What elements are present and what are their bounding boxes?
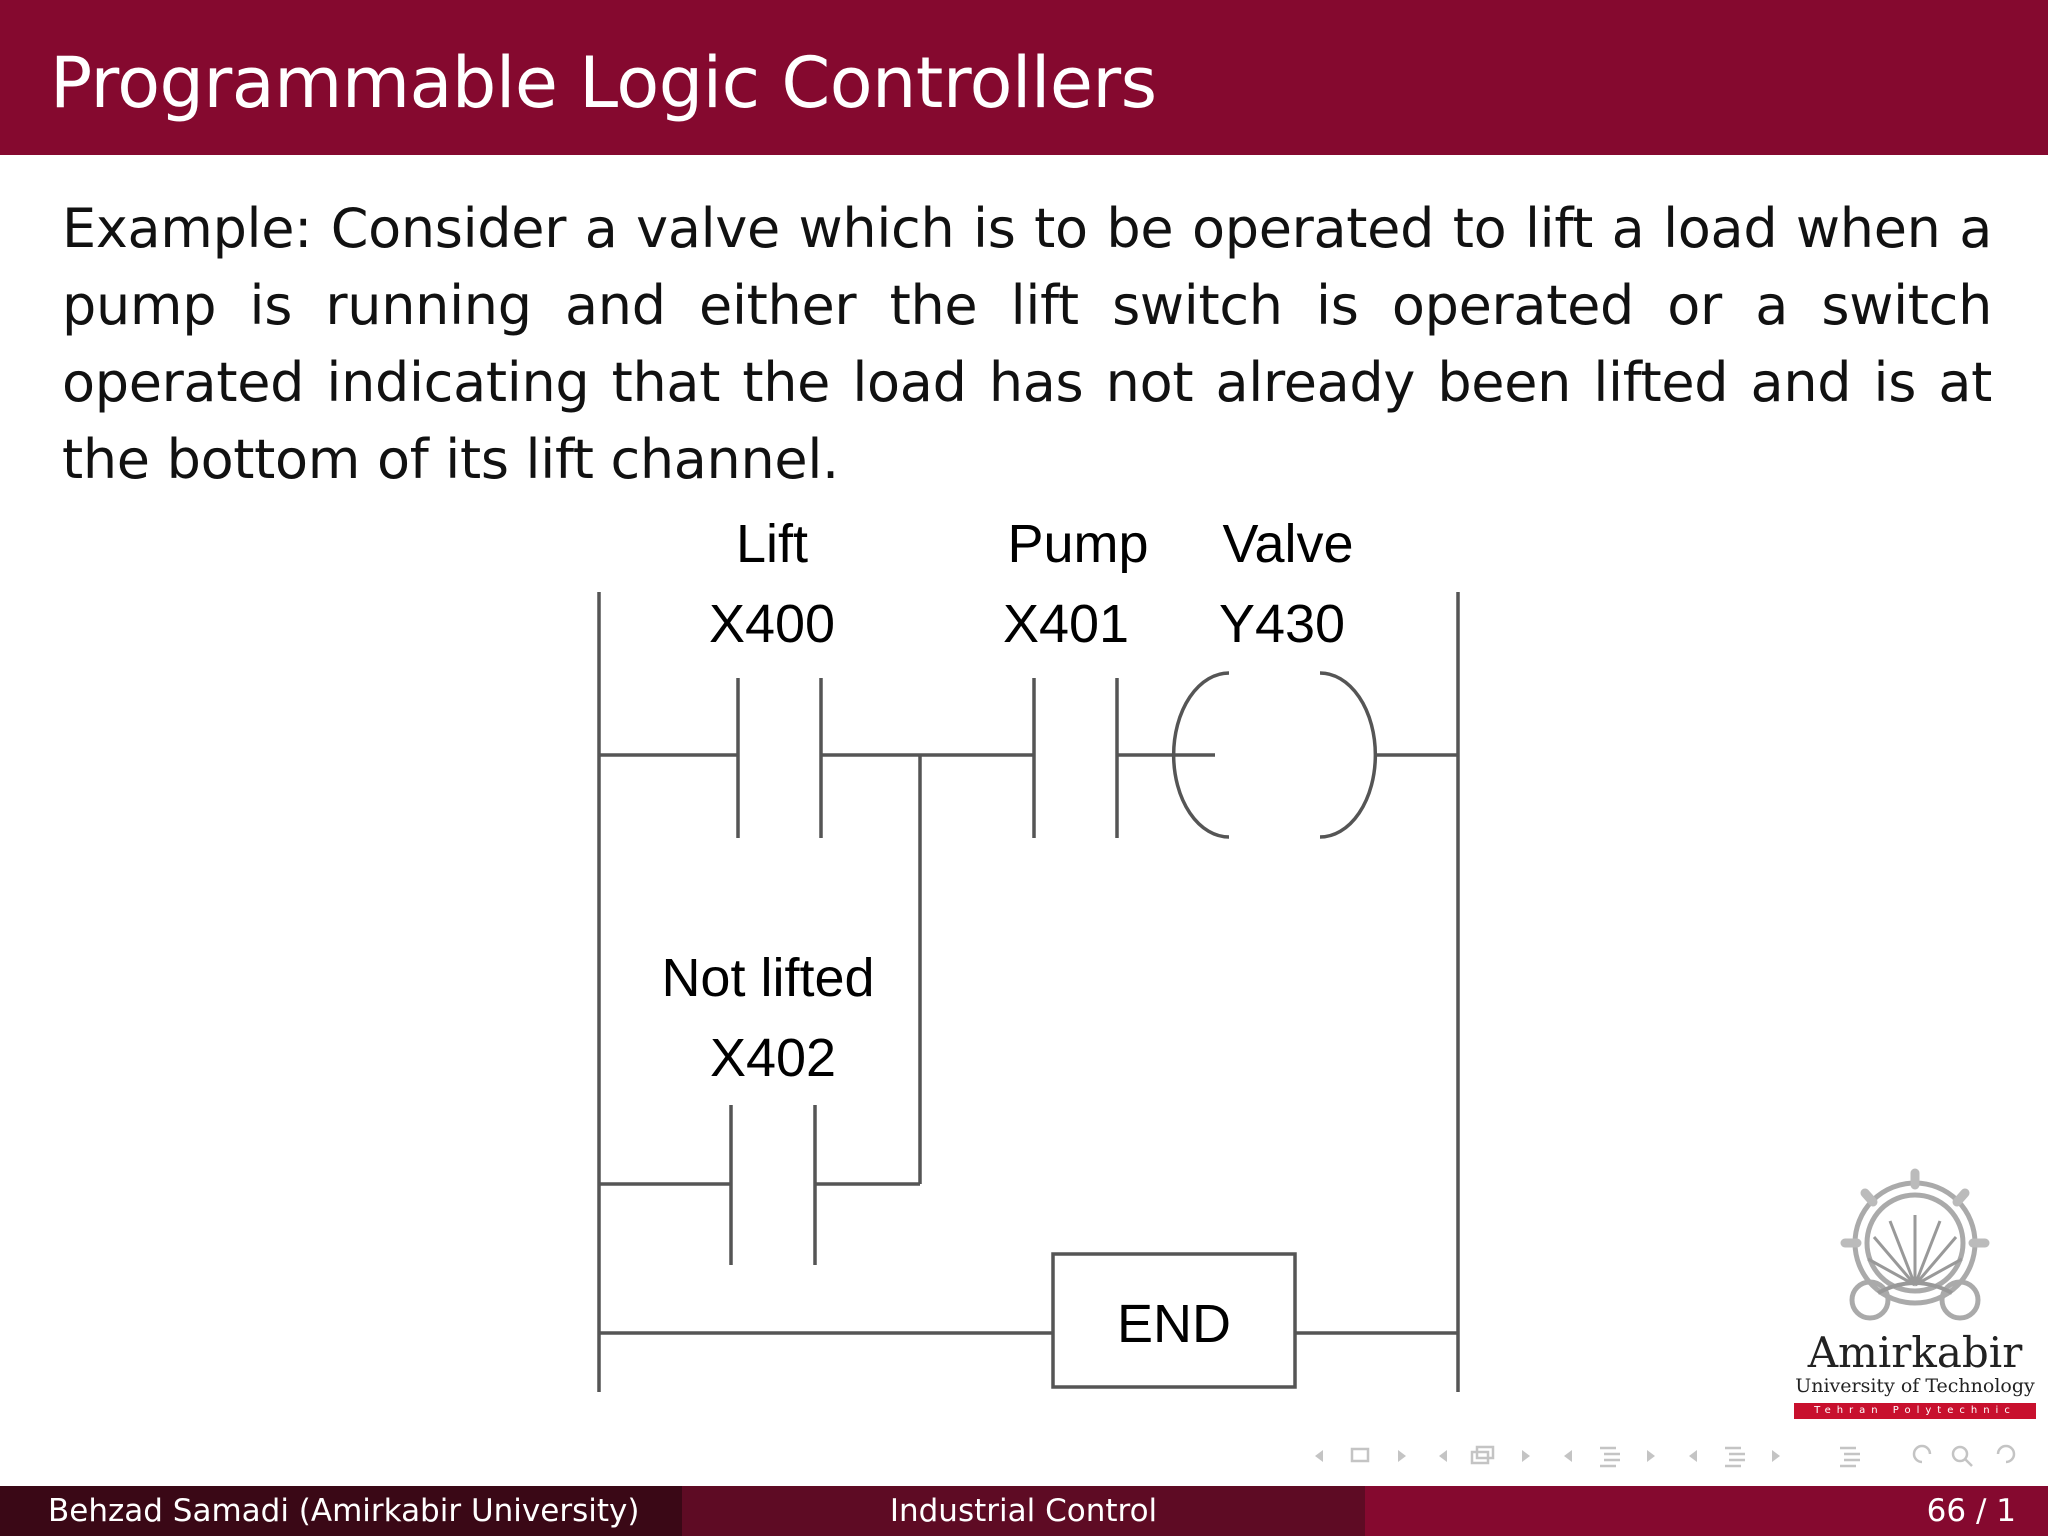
lift-contact-address: X400 xyxy=(709,594,835,654)
nav-back-icon[interactable] xyxy=(1912,1444,1932,1464)
valve-coil-name: Valve xyxy=(1222,514,1353,574)
title-bar: Programmable Logic Controllers xyxy=(0,0,2048,155)
nav-search-icon[interactable] xyxy=(1951,1445,1973,1467)
valve-coil-left-arc xyxy=(1171,671,1230,839)
nav-next-subsection-icon[interactable] xyxy=(1522,1450,1530,1462)
beamer-navigation xyxy=(1315,1444,2016,1468)
nav-forward-icon[interactable] xyxy=(1996,1444,2016,1464)
university-logo: Amirkabir University of Technology Tehra… xyxy=(1790,1165,2040,1425)
end-label: END xyxy=(1117,1294,1231,1354)
footer-left-panel: Behzad Samadi (Amirkabir University) xyxy=(0,1486,682,1536)
footer: Behzad Samadi (Amirkabir University) Ind… xyxy=(0,1486,2048,1536)
not-lifted-contact-address: X402 xyxy=(710,1028,836,1088)
valve-coil-right-arc xyxy=(1319,671,1378,839)
footer-right-panel: 66 / 1 xyxy=(1365,1486,2048,1536)
end-block xyxy=(1051,1252,1297,1389)
slide-body-text: Example: Consider a valve which is to be… xyxy=(62,197,1992,491)
nav-subsection-icon[interactable] xyxy=(1470,1445,1495,1465)
slide-title: Programmable Logic Controllers xyxy=(50,42,1157,124)
nav-document-icon[interactable] xyxy=(1725,1446,1745,1468)
nav-prev-document-icon[interactable] xyxy=(1689,1450,1697,1462)
nav-frame-icon[interactable] xyxy=(1350,1447,1370,1463)
nav-section-icon[interactable] xyxy=(1600,1446,1620,1468)
nav-prev-subsection-icon[interactable] xyxy=(1439,1450,1447,1462)
nav-prev-section-icon[interactable] xyxy=(1564,1450,1572,1462)
nav-next-document-icon[interactable] xyxy=(1772,1450,1780,1462)
pump-contact-address: X401 xyxy=(1003,594,1129,654)
nav-next-frame-icon[interactable] xyxy=(1398,1450,1406,1462)
logo-university-name: Amirkabir xyxy=(1807,1328,2023,1377)
footer-middle-panel: Industrial Control xyxy=(682,1486,1365,1536)
footer-course: Industrial Control xyxy=(889,1493,1158,1529)
nav-next-section-icon[interactable] xyxy=(1647,1450,1655,1462)
not-lifted-contact-name: Not lifted xyxy=(661,948,874,1008)
logo-university-subtitle: University of Technology xyxy=(1795,1375,2035,1397)
logo-band: Tehran Polytechnic xyxy=(1794,1403,2036,1419)
lift-contact-name: Lift xyxy=(736,514,808,574)
footer-author: Behzad Samadi (Amirkabir University) xyxy=(48,1493,640,1529)
nav-prev-frame-icon[interactable] xyxy=(1315,1450,1323,1462)
pump-contact-name: Pump xyxy=(1007,514,1148,574)
footer-page-number: 66 / 1 xyxy=(1926,1493,2016,1529)
nav-toc-icon[interactable] xyxy=(1840,1446,1860,1468)
university-emblem-icon xyxy=(1840,1168,1990,1321)
valve-coil-address: Y430 xyxy=(1219,594,1345,654)
